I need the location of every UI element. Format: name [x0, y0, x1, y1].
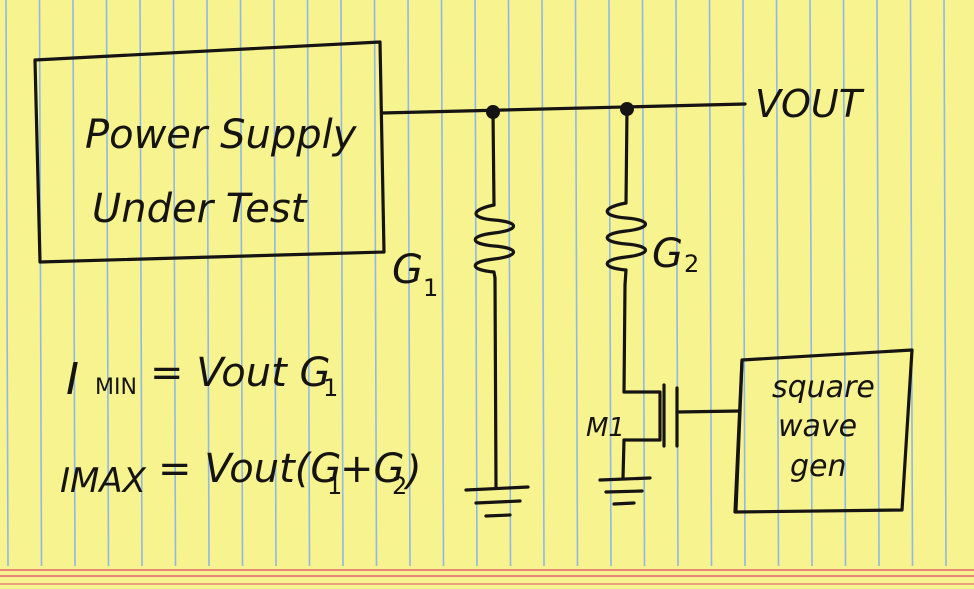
square-wave-generator: square wave gen	[733, 348, 914, 514]
block-label-line1: Power Supply	[85, 112, 358, 158]
generator-line2: wave	[778, 409, 857, 444]
rule-line-19	[641, 0, 646, 567]
rule-line-16	[541, 0, 545, 567]
rule-line-10	[340, 0, 344, 567]
branch-g1: G 1	[392, 110, 530, 518]
power-supply-block: Power Supply Under Test	[33, 40, 386, 264]
equation-min-lhs: I	[66, 354, 79, 405]
resistor1-sub: 1	[423, 274, 438, 302]
rule-line-18	[608, 0, 612, 567]
equation-max-lhs: IMAX	[60, 461, 147, 501]
rule-line-1	[38, 0, 43, 567]
rule-line-5	[172, 0, 177, 567]
equation-min-rhs-sub: 1	[323, 374, 338, 402]
resistor2-label: G	[652, 231, 683, 277]
rule-line-15	[507, 0, 512, 567]
rule-line-14	[474, 0, 478, 567]
block-label-line2: Under Test	[92, 186, 308, 232]
generator-line1: square	[772, 370, 875, 405]
rule-line-3	[105, 0, 110, 567]
rule-line-24	[809, 0, 813, 567]
resistor2-sub: 2	[684, 250, 699, 278]
rule-line-4	[139, 0, 143, 567]
rule-line-8	[273, 0, 277, 567]
equation-imax: IMAX = Vout(G 1 +G 2 )	[60, 446, 422, 501]
rule-line-6	[206, 0, 210, 567]
equation-max-rhs: = Vout(G	[158, 446, 341, 492]
rule-line-28	[943, 0, 947, 567]
rule-line-2	[72, 0, 76, 567]
notepad-bottom-margin	[0, 569, 974, 585]
equation-imin: I MIN = Vout G 1	[66, 350, 338, 405]
rule-line-17	[574, 0, 579, 567]
equation-min-lhs-sub: MIN	[95, 375, 137, 400]
resistor1-label: G	[392, 247, 423, 293]
rule-line-22	[742, 0, 746, 567]
transistor-m1: M1	[586, 383, 742, 506]
equation-max-rhs-end: )	[403, 448, 422, 494]
rule-line-23	[775, 0, 780, 567]
equation-max-rhs-mid: +G	[340, 446, 405, 492]
notepad-rule-lines	[5, 0, 947, 567]
vout-label: VOUT	[755, 82, 865, 126]
ground-symbol-1	[464, 485, 530, 518]
rule-line-21	[708, 0, 713, 567]
branch-g2: G 2	[605, 107, 699, 394]
ground-symbol-2	[598, 476, 652, 506]
rule-line-20	[675, 0, 679, 567]
equation-max-rhs-sub1: 1	[327, 472, 342, 500]
rule-line-27	[909, 0, 914, 567]
equation-min-rhs: = Vout G	[150, 350, 330, 396]
rule-line-25	[842, 0, 847, 567]
rule-line-26	[876, 0, 880, 567]
equation-max-rhs-sub2: 2	[392, 472, 407, 500]
rule-line-7	[239, 0, 244, 567]
rule-line-12	[407, 0, 411, 567]
rule-line-11	[373, 0, 378, 567]
rule-line-13	[440, 0, 445, 567]
output-wire: VOUT	[380, 82, 865, 126]
rule-line-9	[306, 0, 311, 567]
generator-line3: gen	[790, 449, 847, 484]
transistor-label: M1	[586, 413, 625, 443]
rule-line-0	[5, 0, 9, 567]
